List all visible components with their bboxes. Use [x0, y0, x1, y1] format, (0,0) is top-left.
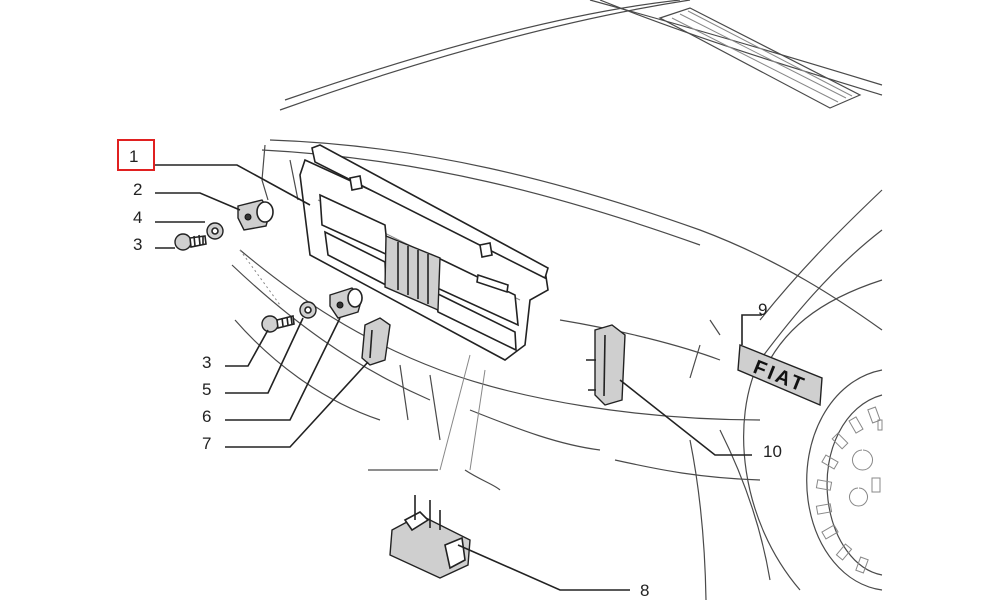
clip-part-2 [237, 199, 274, 231]
callout-3-lower: 3 [202, 353, 211, 372]
washer-part-5 [299, 301, 317, 319]
callout-5: 5 [202, 380, 211, 399]
clip-part-6 [329, 287, 363, 319]
washer-part-4 [206, 222, 224, 240]
callout-7: 7 [202, 434, 211, 453]
callout-3-upper: 3 [133, 235, 142, 254]
callout-9: 9 [758, 300, 767, 319]
callout-4: 4 [133, 208, 142, 227]
leader-lines [155, 164, 762, 591]
callout-highlight-box [117, 139, 155, 171]
trim-part-10 [586, 324, 626, 406]
callout-labels: 1 2 4 3 3 5 6 7 8 9 10 [117, 139, 782, 600]
front-grille [299, 144, 549, 361]
fiat-badge-part-9: FIAT [737, 343, 823, 407]
callout-6: 6 [202, 407, 211, 426]
screw-part-3-upper [174, 233, 207, 251]
screw-part-3-lower [261, 315, 295, 333]
callout-2: 2 [133, 180, 142, 199]
hood-vent [658, 7, 862, 109]
mount-part-8 [389, 495, 471, 579]
callout-1: 1 [129, 147, 138, 166]
callout-8: 8 [640, 581, 649, 600]
callout-10: 10 [763, 442, 782, 461]
bracket-part-7 [361, 317, 391, 366]
